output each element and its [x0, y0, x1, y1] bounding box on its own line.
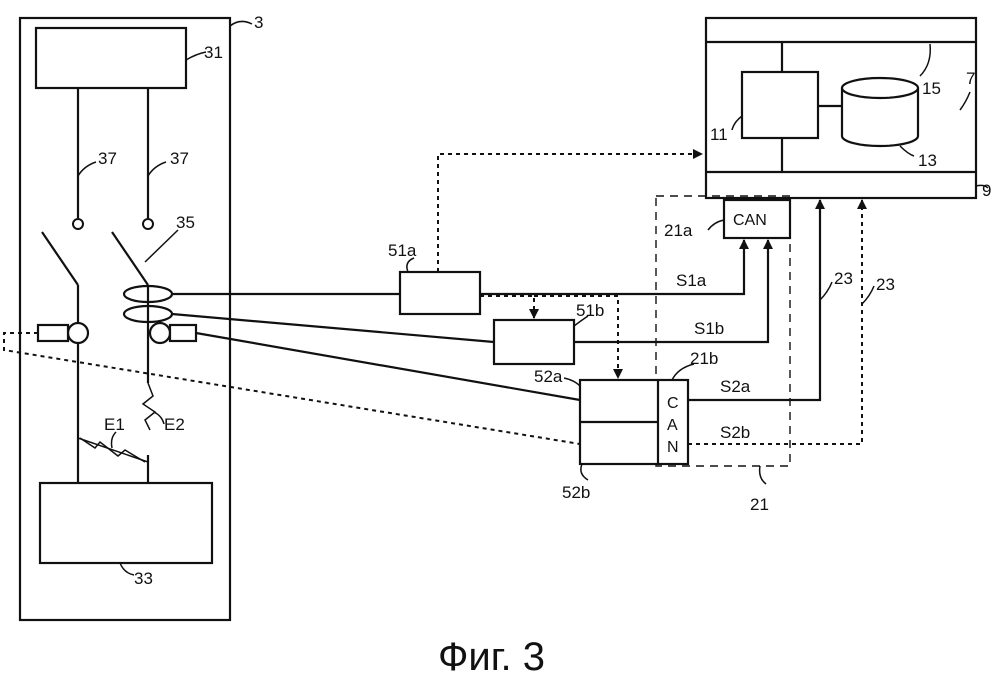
block-33 — [40, 483, 212, 563]
label-35: 35 — [176, 213, 195, 232]
sensor-rect-right — [170, 325, 196, 341]
sensor-rect-left — [38, 325, 68, 341]
label-3: 3 — [254, 13, 263, 32]
block-31 — [36, 28, 186, 88]
contact-terminal-right — [143, 219, 153, 229]
label-33: 33 — [134, 569, 153, 588]
label-37-right: 37 — [170, 149, 189, 168]
label-23-right: 23 — [876, 275, 895, 294]
can-21b-letter-n: N — [667, 439, 679, 456]
sensor-box-51b — [494, 320, 574, 364]
label-31: 31 — [204, 43, 223, 62]
can-21a-text: CAN — [733, 212, 767, 229]
label-15: 15 — [922, 79, 941, 98]
leader-21 — [760, 466, 766, 484]
leader-23b — [862, 286, 874, 304]
sensor-circle-left — [68, 323, 88, 343]
can-21b-letter-c: C — [667, 395, 679, 412]
signal-s1b — [574, 240, 768, 342]
contact-terminal-left — [73, 219, 83, 229]
dotted-51a-to-51b — [480, 296, 534, 318]
label-21b: 21b — [690, 349, 718, 368]
label-s2a: S2a — [720, 377, 751, 396]
label-11: 11 — [710, 125, 728, 144]
leader-21a — [708, 220, 724, 230]
label-9: 9 — [982, 181, 991, 200]
leader-51a — [407, 258, 414, 272]
figure-caption: Фиг. 3 — [438, 635, 545, 676]
leader-52a — [564, 378, 580, 386]
label-21: 21 — [750, 495, 769, 514]
dotted-51a-to-7 — [438, 154, 702, 272]
label-13: 13 — [918, 151, 937, 170]
label-s1a: S1a — [676, 271, 707, 290]
label-51a: 51a — [388, 241, 417, 260]
label-51b: 51b — [576, 301, 604, 320]
label-e1: E1 — [104, 415, 125, 434]
can-21b-letter-a: A — [667, 417, 678, 434]
sensor-box-51a — [400, 272, 480, 314]
label-52a: 52a — [534, 367, 563, 386]
label-52b: 52b — [562, 483, 590, 502]
leader-52b — [581, 464, 588, 480]
storage-13-top — [842, 78, 918, 98]
label-21a: 21a — [664, 221, 693, 240]
label-7: 7 — [966, 69, 975, 88]
label-e2: E2 — [164, 415, 185, 434]
processor-11 — [742, 72, 818, 138]
label-23-left: 23 — [834, 269, 853, 288]
leader-23a — [820, 282, 832, 300]
label-s1b: S1b — [694, 319, 724, 338]
sensor-circle-right — [150, 323, 170, 343]
leader-3 — [230, 21, 252, 26]
label-s2b: S2b — [720, 423, 750, 442]
label-37-left: 37 — [98, 149, 117, 168]
